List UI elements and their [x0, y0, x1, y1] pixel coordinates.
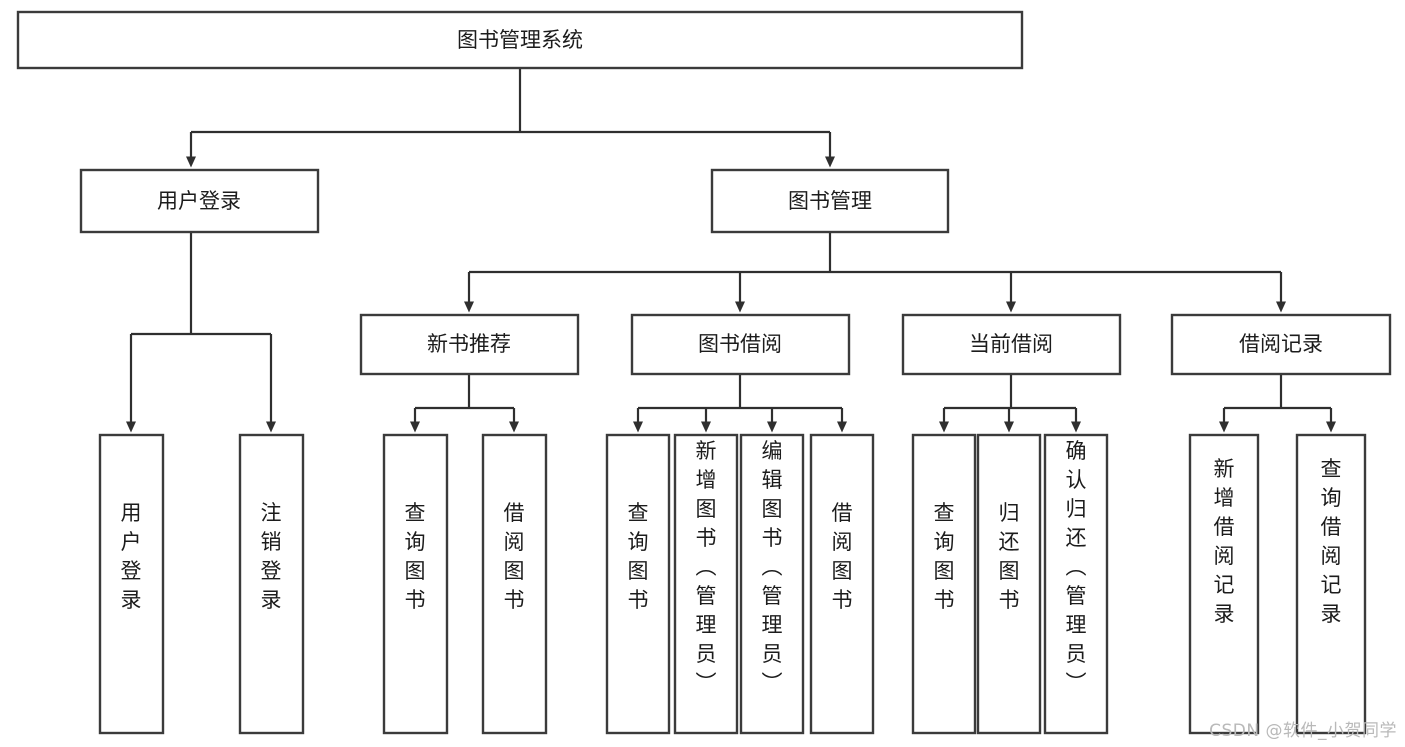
leaf-query-book-3-label: 查询图书: [934, 501, 955, 612]
leaf-query-book-2[interactable]: 查询图书: [605, 433, 671, 735]
leaf-user-login[interactable]: 用户登录: [98, 433, 165, 735]
edge-group-book-borrow-to-leaves: [633, 374, 847, 433]
leaf-confirm-return-box[interactable]: [1043, 433, 1109, 735]
leaf-query-book-3[interactable]: 查询图书: [911, 433, 977, 735]
leaf-query-book-3-box[interactable]: [911, 433, 977, 735]
csdn-watermark: CSDN @软件_小贺同学: [1209, 721, 1397, 741]
leaf-query-record-box[interactable]: [1295, 433, 1367, 735]
leaf-query-record[interactable]: 查询借阅记录: [1295, 433, 1367, 735]
edge-group-borrow-record-to-leaves: [1219, 374, 1336, 433]
leaf-add-book-label: 新增图书︵管理员︶: [696, 439, 717, 695]
leaf-add-record[interactable]: 新增借阅记录: [1188, 433, 1260, 735]
edge-group-user-login-to-leaves: [126, 232, 276, 433]
node-new-book-rec-label: 新书推荐: [427, 332, 511, 356]
node-root[interactable]: 图书管理系统: [16, 10, 1024, 70]
leaf-add-book-box[interactable]: [673, 433, 739, 735]
leaf-query-record-label: 查询借阅记录: [1321, 457, 1342, 626]
node-current-borrow-label: 当前借阅: [969, 332, 1053, 356]
leaf-borrow-book-1[interactable]: 借阅图书: [481, 433, 548, 735]
node-root-box[interactable]: [16, 10, 1024, 70]
node-book-borrow-box[interactable]: [630, 313, 851, 376]
leaf-return-book-label: 归还图书: [999, 501, 1020, 612]
node-user-login[interactable]: 用户登录: [79, 168, 320, 234]
leaf-add-book[interactable]: 新增图书︵管理员︶: [673, 433, 739, 735]
leaf-add-record-label: 新增借阅记录: [1214, 457, 1235, 626]
node-new-book-rec-box[interactable]: [359, 313, 580, 376]
node-root-label: 图书管理系统: [457, 28, 583, 52]
leaf-query-book-2-box[interactable]: [605, 433, 671, 735]
leaf-edit-book-box[interactable]: [739, 433, 805, 735]
leaf-query-book-1[interactable]: 查询图书: [382, 433, 449, 735]
edge-group-book-manage-to-level3: [464, 232, 1286, 313]
leaf-borrow-book-1-box[interactable]: [481, 433, 548, 735]
leaf-add-record-box[interactable]: [1188, 433, 1260, 735]
leaf-logout[interactable]: 注销登录: [238, 433, 305, 735]
node-borrow-record-label: 借阅记录: [1239, 332, 1323, 356]
leaf-confirm-return-label: 确认归还︵管理员︶: [1066, 439, 1087, 695]
leaf-logout-box[interactable]: [238, 433, 305, 735]
node-book-borrow[interactable]: 图书借阅: [630, 313, 851, 376]
leaf-return-book-box[interactable]: [976, 433, 1042, 735]
leaf-return-book[interactable]: 归还图书: [976, 433, 1042, 735]
leaf-confirm-return[interactable]: 确认归还︵管理员︶: [1043, 433, 1109, 735]
node-book-manage-box[interactable]: [710, 168, 950, 234]
edge-group-new-book-rec-to-leaves: [410, 374, 519, 433]
leaf-borrow-book-2[interactable]: 借阅图书: [809, 433, 875, 735]
node-borrow-record[interactable]: 借阅记录: [1170, 313, 1392, 376]
leaf-borrow-book-2-box[interactable]: [809, 433, 875, 735]
leaf-user-login-label: 用户登录: [121, 501, 142, 612]
node-user-login-label: 用户登录: [157, 189, 241, 213]
leaf-query-book-1-box[interactable]: [382, 433, 449, 735]
node-book-manage-label: 图书管理: [788, 189, 872, 213]
leaf-edit-book[interactable]: 编辑图书︵管理员︶: [739, 433, 805, 735]
leaf-query-book-2-label: 查询图书: [628, 501, 649, 612]
leaf-query-book-1-label: 查询图书: [405, 501, 426, 612]
node-current-borrow[interactable]: 当前借阅: [901, 313, 1122, 376]
leaf-logout-label: 注销登录: [261, 501, 282, 612]
leaf-user-login-box[interactable]: [98, 433, 165, 735]
node-book-manage[interactable]: 图书管理: [710, 168, 950, 234]
node-new-book-rec[interactable]: 新书推荐: [359, 313, 580, 376]
leaf-borrow-book-2-label: 借阅图书: [832, 501, 853, 612]
edge-group-root-to-level2: [186, 68, 835, 168]
leaf-borrow-book-1-label: 借阅图书: [504, 501, 525, 612]
node-book-borrow-label: 图书借阅: [698, 332, 782, 356]
node-borrow-record-box[interactable]: [1170, 313, 1392, 376]
node-current-borrow-box[interactable]: [901, 313, 1122, 376]
leaf-edit-book-label: 编辑图书︵管理员︶: [762, 439, 783, 695]
edge-group-current-borrow-to-leaves: [939, 374, 1081, 433]
node-user-login-box[interactable]: [79, 168, 320, 234]
